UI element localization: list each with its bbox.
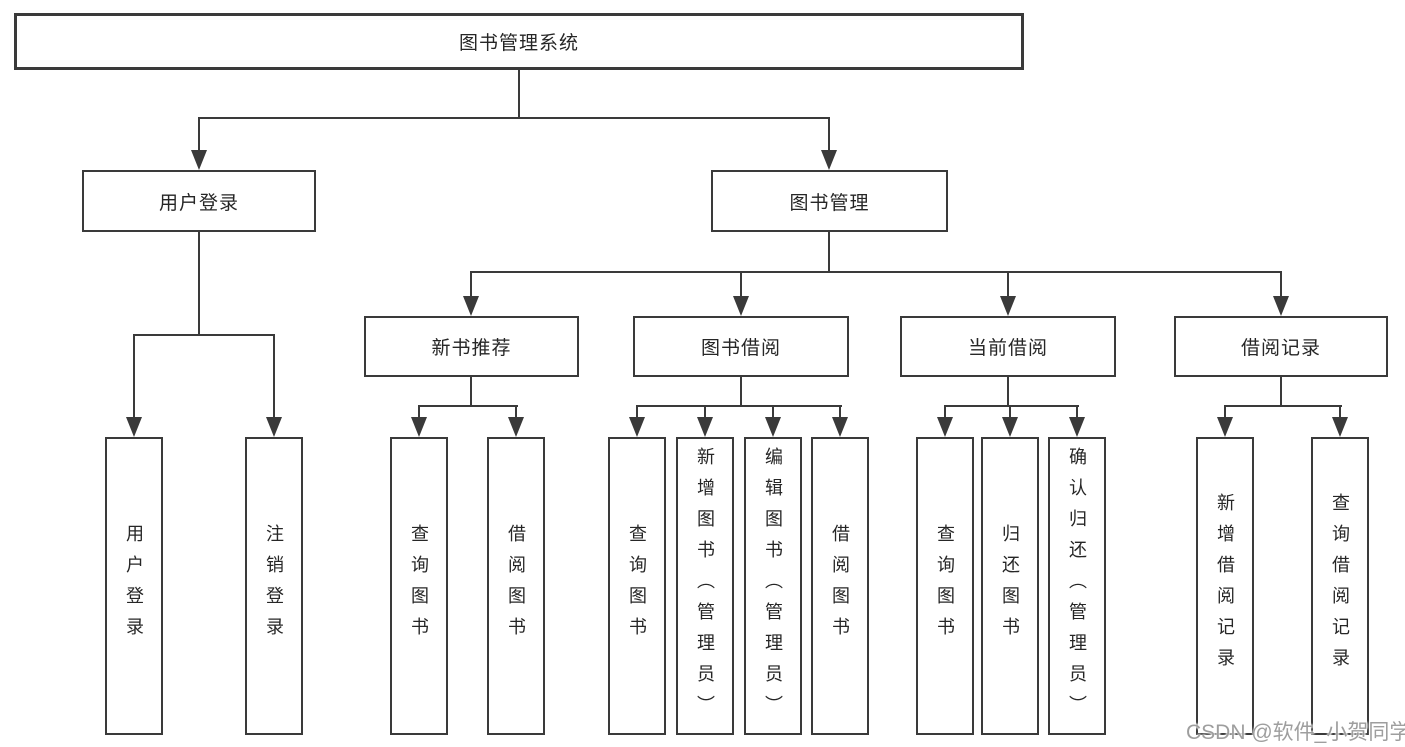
leaf-label: 借阅图书 bbox=[506, 524, 526, 648]
node-new-book-recommend-label: 新书推荐 bbox=[431, 338, 512, 359]
leaf-nb-query-book: 查询图书 bbox=[390, 437, 448, 735]
connector-hline bbox=[133, 334, 275, 336]
leaf-label: 查询图书 bbox=[409, 524, 429, 648]
leaf-label: 确认归还（管理员） bbox=[1067, 446, 1087, 726]
leaf-label: 新增图书（管理员） bbox=[695, 446, 715, 726]
node-current-borrow: 当前借阅 bbox=[900, 316, 1116, 377]
node-library-system-label: 图书管理系统 bbox=[458, 33, 579, 54]
arrow-down-icon bbox=[1002, 417, 1018, 437]
connector-vline bbox=[1007, 271, 1009, 298]
leaf-rec-add-borrow-record: 新增借阅记录 bbox=[1196, 437, 1254, 735]
node-user-login: 用户登录 bbox=[82, 170, 316, 232]
connector-vline bbox=[198, 232, 200, 335]
node-borrow-records: 借阅记录 bbox=[1174, 316, 1388, 377]
connector-vline bbox=[740, 271, 742, 298]
arrow-down-icon bbox=[1217, 417, 1233, 437]
leaf-label: 查询图书 bbox=[627, 524, 647, 648]
connector-vline bbox=[636, 405, 638, 419]
node-book-borrow: 图书借阅 bbox=[633, 316, 849, 377]
connector-vline bbox=[515, 405, 517, 419]
connector-vline bbox=[418, 405, 420, 419]
arrow-down-icon bbox=[1273, 296, 1289, 316]
arrow-down-icon bbox=[697, 417, 713, 437]
leaf-logout-login: 注销登录 bbox=[245, 437, 303, 735]
connector-vline bbox=[1007, 377, 1009, 406]
connector-vline bbox=[839, 405, 841, 419]
connector-vline bbox=[518, 70, 520, 118]
leaf-rec-query-borrow-record: 查询借阅记录 bbox=[1311, 437, 1369, 735]
connector-vline bbox=[198, 117, 200, 152]
arrow-down-icon bbox=[463, 296, 479, 316]
leaf-label: 查询图书 bbox=[935, 524, 955, 648]
connector-hline bbox=[944, 405, 1079, 407]
csdn-watermark: CSDN @软件_小贺同学 bbox=[1186, 721, 1405, 744]
leaf-bw-add-book-admin: 新增图书（管理员） bbox=[676, 437, 734, 735]
arrow-down-icon bbox=[1000, 296, 1016, 316]
arrow-down-icon bbox=[1069, 417, 1085, 437]
leaf-bw-edit-book-admin: 编辑图书（管理员） bbox=[744, 437, 802, 735]
connector-vline bbox=[828, 117, 830, 152]
connector-vline bbox=[273, 334, 275, 419]
node-new-book-recommend: 新书推荐 bbox=[364, 316, 579, 377]
leaf-label: 查询借阅记录 bbox=[1330, 493, 1350, 679]
arrow-down-icon bbox=[937, 417, 953, 437]
connector-vline bbox=[470, 377, 472, 406]
arrow-down-icon bbox=[765, 417, 781, 437]
connector-vline bbox=[828, 232, 830, 273]
connector-vline bbox=[1280, 377, 1282, 406]
arrow-down-icon bbox=[821, 150, 837, 170]
leaf-label: 用户登录 bbox=[124, 524, 144, 648]
connector-vline bbox=[1009, 405, 1011, 419]
leaf-user-login: 用户登录 bbox=[105, 437, 163, 735]
connector-vline bbox=[772, 405, 774, 419]
arrow-down-icon bbox=[629, 417, 645, 437]
connector-hline bbox=[636, 405, 842, 407]
leaf-label: 归还图书 bbox=[1000, 524, 1020, 648]
connector-vline bbox=[740, 377, 742, 406]
connector-hline bbox=[1224, 405, 1342, 407]
node-library-system: 图书管理系统 bbox=[14, 13, 1024, 70]
arrow-down-icon bbox=[266, 417, 282, 437]
connector-vline bbox=[944, 405, 946, 419]
arrow-down-icon bbox=[191, 150, 207, 170]
leaf-cur-query-book: 查询图书 bbox=[916, 437, 974, 735]
arrow-down-icon bbox=[126, 417, 142, 437]
connector-hline bbox=[470, 271, 1282, 273]
leaf-label: 借阅图书 bbox=[830, 524, 850, 648]
arrow-down-icon bbox=[832, 417, 848, 437]
leaf-label: 编辑图书（管理员） bbox=[763, 446, 783, 726]
connector-hline bbox=[418, 405, 518, 407]
leaf-bw-query-book: 查询图书 bbox=[608, 437, 666, 735]
arrow-down-icon bbox=[1332, 417, 1348, 437]
connector-vline bbox=[133, 334, 135, 419]
connector-hline bbox=[198, 117, 830, 119]
connector-vline bbox=[1280, 271, 1282, 298]
arrow-down-icon bbox=[411, 417, 427, 437]
node-book-management: 图书管理 bbox=[711, 170, 948, 232]
node-current-borrow-label: 当前借阅 bbox=[967, 338, 1048, 359]
leaf-cur-return-book: 归还图书 bbox=[981, 437, 1039, 735]
node-book-borrow-label: 图书借阅 bbox=[700, 338, 781, 359]
leaf-cur-confirm-return-admin: 确认归还（管理员） bbox=[1048, 437, 1106, 735]
connector-vline bbox=[1224, 405, 1226, 419]
node-user-login-label: 用户登录 bbox=[158, 192, 239, 214]
node-borrow-records-label: 借阅记录 bbox=[1240, 338, 1321, 359]
connector-vline bbox=[704, 405, 706, 419]
connector-vline bbox=[470, 271, 472, 298]
node-book-management-label: 图书管理 bbox=[789, 192, 870, 214]
arrow-down-icon bbox=[508, 417, 524, 437]
arrow-down-icon bbox=[733, 296, 749, 316]
leaf-nb-borrow-book: 借阅图书 bbox=[487, 437, 545, 735]
leaf-label: 注销登录 bbox=[264, 524, 284, 648]
leaf-bw-borrow-book: 借阅图书 bbox=[811, 437, 869, 735]
connector-vline bbox=[1339, 405, 1341, 419]
leaf-label: 新增借阅记录 bbox=[1215, 493, 1235, 679]
connector-vline bbox=[1076, 405, 1078, 419]
